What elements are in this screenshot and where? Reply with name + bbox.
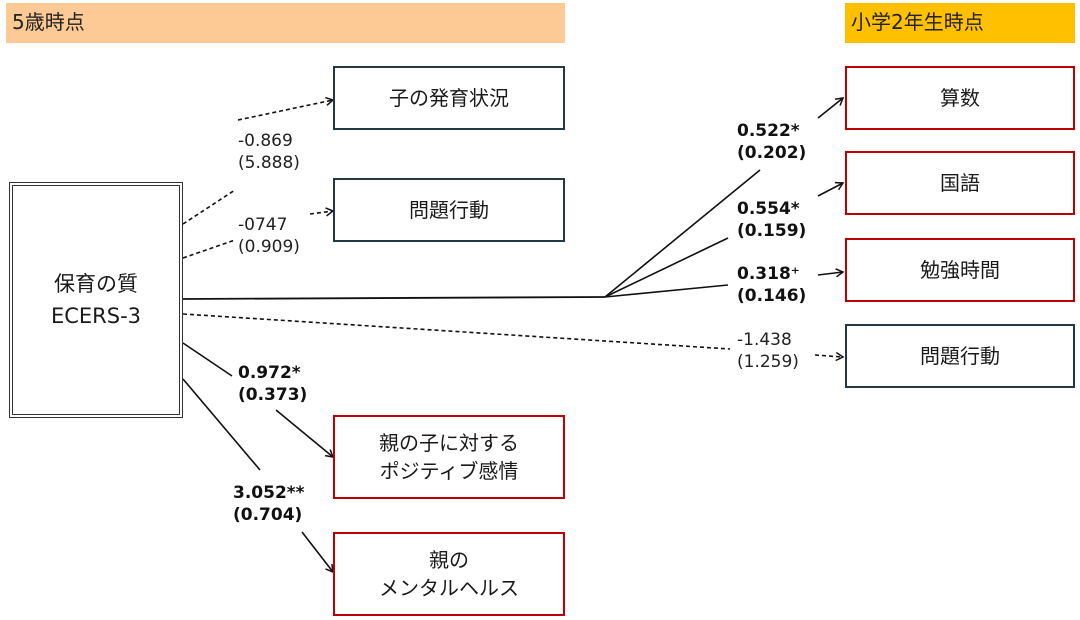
coef-se: (5.888): [238, 153, 300, 173]
coef-label-positive-affect: 0.972*(0.373): [238, 362, 307, 406]
coef-value: 0.522*: [737, 121, 800, 141]
outcome-label: 問題行動: [409, 198, 489, 222]
arrow-to-positive: [182, 342, 233, 377]
outcome-box-development: 子の発育状況: [333, 66, 565, 130]
arrow-to-mental-head: [301, 531, 334, 574]
coef-se: (1.259): [737, 352, 799, 372]
outcome-box-math: 算数: [845, 66, 1075, 130]
coef-label-development: -0.869(5.888): [238, 130, 300, 174]
arrow-to-development-head: [237, 96, 335, 121]
outcome-label: 国語: [940, 171, 980, 195]
outcome-label: 勉強時間: [920, 258, 1000, 282]
trunk-line: [182, 296, 606, 300]
outcome-label: 問題行動: [920, 344, 1000, 368]
coef-label-behavior-grade2: -1.438(1.259): [737, 329, 799, 373]
coef-value: 0.972*: [238, 363, 301, 383]
predictor-label: 保育の質 ECERS-3: [50, 272, 142, 328]
arrow-to-math-head: [817, 97, 845, 119]
arrow-to-behavior2-head: [814, 351, 845, 362]
arrow-to-math: [604, 169, 761, 298]
outcome-box-positive-affect: 親の子に対する ポジティブ感情: [333, 415, 565, 499]
coef-label-japanese: 0.554*(0.159): [737, 198, 806, 242]
arrow-to-study-head: [817, 268, 845, 278]
outcome-box-japanese: 国語: [845, 151, 1075, 215]
header-grade2: 小学2年生時点: [845, 3, 1075, 43]
coef-label-math: 0.522*(0.202): [737, 120, 806, 164]
coef-label-mental-health: 3.052**(0.704): [233, 482, 305, 526]
arrow-to-positive-head: [275, 409, 335, 458]
arrow-to-mental: [182, 378, 261, 471]
outcome-label: 親の メンタルヘルス: [379, 548, 519, 600]
coef-se: (0.373): [238, 385, 308, 405]
coef-se: (0.159): [737, 221, 807, 241]
coef-value: 0.554*: [737, 199, 800, 219]
outcome-label: 子の発育状況: [389, 86, 509, 110]
header-age5: 5歳時点: [6, 3, 565, 43]
coef-value: 3.052**: [233, 483, 305, 503]
outcome-box-study-time: 勉強時間: [845, 238, 1075, 302]
arrow-to-development: [182, 189, 236, 225]
outcome-label: 親の子に対する ポジティブ感情: [379, 431, 519, 483]
arrow-to-study: [604, 284, 729, 298]
coef-label-behavior-age5: -0747(0.909): [238, 214, 300, 258]
coef-value: -0.869: [238, 131, 293, 151]
coef-value: 0.318⁺: [737, 264, 800, 284]
coef-value: -1.438: [737, 330, 792, 350]
arrow-to-behavior5-head: [309, 207, 335, 217]
outcome-box-mental-health: 親の メンタルヘルス: [333, 532, 565, 616]
arrow-to-behavior2: [182, 313, 731, 350]
arrow-to-behavior5: [182, 239, 236, 259]
coef-se: (0.146): [737, 286, 807, 306]
coef-value: -0747: [238, 215, 288, 235]
coef-label-study-time: 0.318⁺(0.146): [737, 263, 806, 307]
coef-se: (0.909): [238, 237, 300, 257]
arrow-to-japanese: [604, 237, 729, 298]
coef-se: (0.202): [737, 143, 807, 163]
predictor-box: 保育の質 ECERS-3: [9, 182, 183, 418]
outcome-box-behavior-age5: 問題行動: [333, 178, 565, 242]
outcome-label: 算数: [940, 86, 980, 110]
arrow-to-japanese-head: [817, 181, 845, 197]
outcome-box-behavior-grade2: 問題行動: [845, 324, 1075, 388]
coef-se: (0.704): [233, 505, 303, 525]
